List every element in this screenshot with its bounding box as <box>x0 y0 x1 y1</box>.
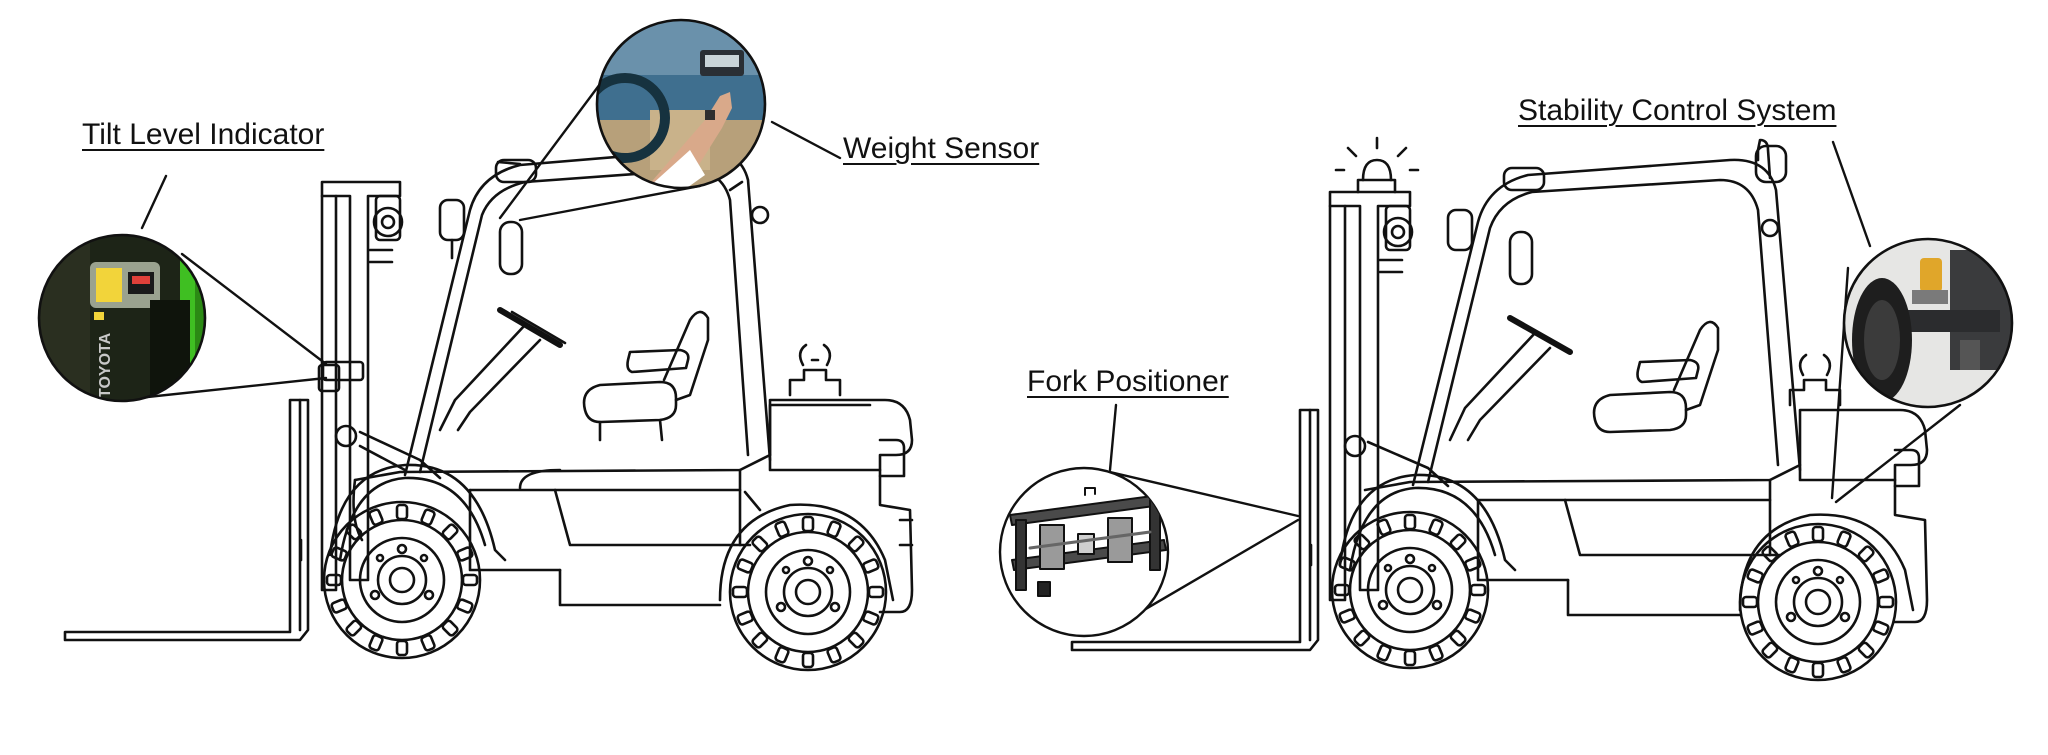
tilt-level-indicator-label: Tilt Level Indicator <box>82 118 325 151</box>
weight-sensor-photo <box>595 18 767 190</box>
stability-control-system-label: Stability Control System <box>1518 94 1837 127</box>
right-mast <box>1328 190 1412 592</box>
tilt-leader <box>140 174 168 230</box>
left-rear-wheel <box>728 512 888 672</box>
left-fork-blade <box>63 398 310 642</box>
tilt-photo-brand-text: TOYOTA <box>97 332 114 398</box>
right-front-wheel <box>1330 510 1490 670</box>
stability-control-photo <box>1842 237 2014 409</box>
left-forklift <box>63 148 914 672</box>
stability-leader <box>1831 140 1872 248</box>
left-mast <box>320 180 402 582</box>
right-beacon-light <box>1334 136 1420 194</box>
left-body <box>353 398 914 614</box>
fork-positioner-label: Fork Positioner <box>1027 365 1229 398</box>
fork-leader <box>1108 403 1118 472</box>
right-body <box>1363 408 1929 624</box>
left-cab-frame <box>403 148 772 477</box>
weight-leader <box>770 120 842 160</box>
leader-lines <box>136 74 1962 626</box>
left-front-wheel <box>322 500 482 660</box>
fork-positioner-photo <box>998 466 1170 638</box>
right-forklift <box>1070 136 1929 682</box>
left-seat <box>582 380 678 424</box>
weight-sensor-label: Weight Sensor <box>843 132 1040 165</box>
right-rear-wheel <box>1738 522 1898 682</box>
right-seat <box>1592 390 1688 434</box>
tilt-indicator-photo: TOYOTA <box>37 233 207 403</box>
